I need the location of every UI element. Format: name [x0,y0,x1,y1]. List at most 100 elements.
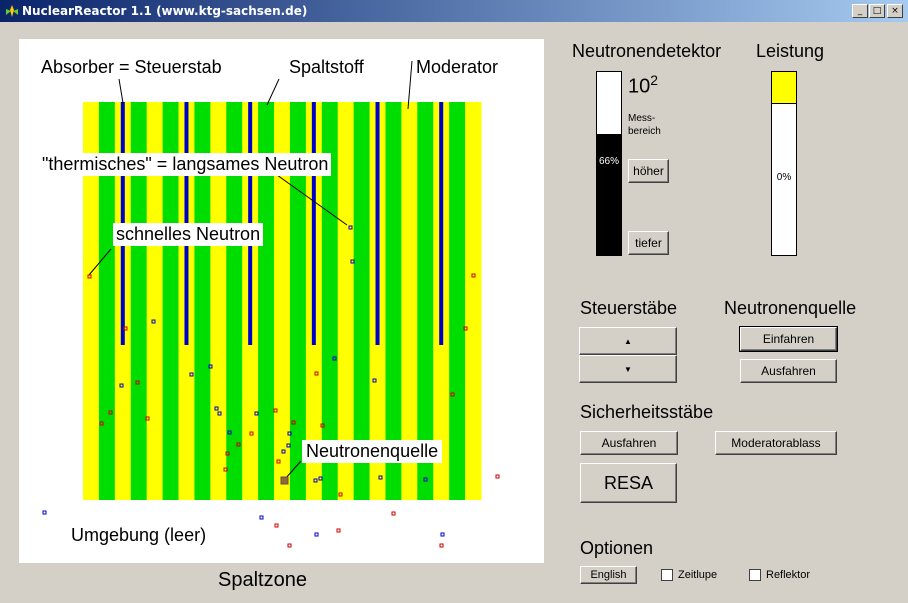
core-stripe [210,102,227,500]
core-stripe [83,102,100,500]
neutron-dot [440,532,445,537]
neutron-dot [287,543,292,548]
control-rod [439,102,444,345]
neutron-dot [135,380,140,385]
neutron-dot [313,478,318,483]
detector-higher-button[interactable]: höher [628,159,669,183]
neutron-dot [318,476,323,481]
core-stripe [337,102,355,500]
core-stripe [98,102,116,500]
neutron-dot [291,420,296,425]
neutron-dot [189,372,194,377]
label-pointer-line [118,78,124,104]
reflector-label: Reflektor [766,569,811,581]
core-stripe [226,102,243,500]
slowmo-checkbox[interactable] [661,569,673,581]
detector-lower-button[interactable]: tiefer [628,231,669,255]
neutron-dot [336,528,341,533]
maximize-button[interactable]: □ [869,4,885,18]
reactor-core-panel: Absorber = Steuerstab Spaltstoff Moderat… [19,39,544,563]
neutron-dot [314,371,319,376]
core-stripe [353,102,371,500]
neutron-dot [276,459,281,464]
power-title: Leistung [756,41,825,61]
neutron-source-marker [280,476,289,485]
neutron-dot [225,451,230,456]
label-thermal-neutron: "thermisches" = langsames Neutron [39,153,332,176]
neutron-dot [214,406,219,411]
reactor-core-drawing [42,60,500,548]
safety-rods-title: Sicherheitsstäbe [580,402,714,422]
close-button[interactable]: × [887,4,903,18]
control-rods-up-button[interactable]: ▲ [579,327,677,355]
control-rod [311,102,316,345]
label-environment: Umgebung (leer) [71,525,207,545]
core-stripe [417,102,434,500]
label-pointer-line [266,78,280,106]
reflector-checkbox[interactable] [749,569,761,581]
neutron-dot [391,511,396,516]
core-stripe [289,102,307,500]
core-stripe [321,102,339,500]
neutron-dot [223,467,228,472]
control-rod [375,102,380,345]
label-neutron-source: Neutronenquelle [302,440,443,463]
label-pointer-line [407,60,413,110]
neutron-dot [281,449,286,454]
neutron-dot [145,416,150,421]
minimize-button[interactable]: _ [852,4,868,18]
moderator-drain-button[interactable]: Moderatorablass [715,431,837,455]
control-rods-title: Steuerstäbe [580,298,678,318]
neutron-dot [42,510,47,515]
core-stripe [465,102,482,500]
label-pointer-line [276,174,348,226]
core-stripe [401,102,418,500]
control-rods-down-button[interactable]: ▼ [579,355,677,383]
title-bar: NuclearReactor 1.1 (www.ktg-sachsen.de) … [0,0,908,22]
core-stripe [130,102,148,500]
core-stripe [258,102,275,500]
source-insert-button[interactable]: Einfahren [739,326,838,352]
neutron-dot [338,492,343,497]
neutron-dot [99,421,104,426]
neutron-dot [348,225,353,230]
scram-button[interactable]: RESA [580,463,677,503]
neutron-dot [217,411,222,416]
neutron-dot [286,443,291,448]
options-title: Optionen [580,538,654,558]
slowmo-label: Zeitlupe [678,569,718,581]
core-stripe [162,102,180,500]
neutron-dot [350,259,355,264]
neutron-dot [227,430,232,435]
neutron-dot [463,326,468,331]
source-extract-button[interactable]: Ausfahren [740,359,837,383]
detector-title: Neutronendetektor [572,41,722,61]
detector-meter: 66% [596,71,622,256]
neutron-dot [314,532,319,537]
core-stripe [194,102,211,500]
neutron-dot [259,515,264,520]
reactor-app-icon [6,5,18,17]
neutron-source-title: Neutronenquelle [724,298,857,318]
window-title: NuclearReactor 1.1 (www.ktg-sachsen.de) [22,4,308,18]
power-meter: 0% [771,71,797,256]
neutron-dot [471,273,476,278]
core-stripe [449,102,466,500]
label-absorber: Absorber = Steuerstab [39,57,224,78]
neutron-dot [274,523,279,528]
neutron-dot [236,442,241,447]
neutron-dot [320,423,325,428]
neutron-dot [423,477,428,482]
core-stripe [146,102,164,500]
language-english-button[interactable]: English [580,566,637,584]
detector-range-value: 102 [628,72,659,98]
neutron-dot [119,383,124,388]
label-fuel: Spaltstoff [287,57,366,78]
power-percent: 0% [776,172,792,183]
neutron-dot [254,411,259,416]
neutron-dot [87,274,92,279]
safety-rods-extract-button[interactable]: Ausfahren [580,431,678,455]
detector-fill [597,134,621,255]
reactor-caption: Spaltzone [218,569,307,591]
label-moderator: Moderator [414,57,501,78]
